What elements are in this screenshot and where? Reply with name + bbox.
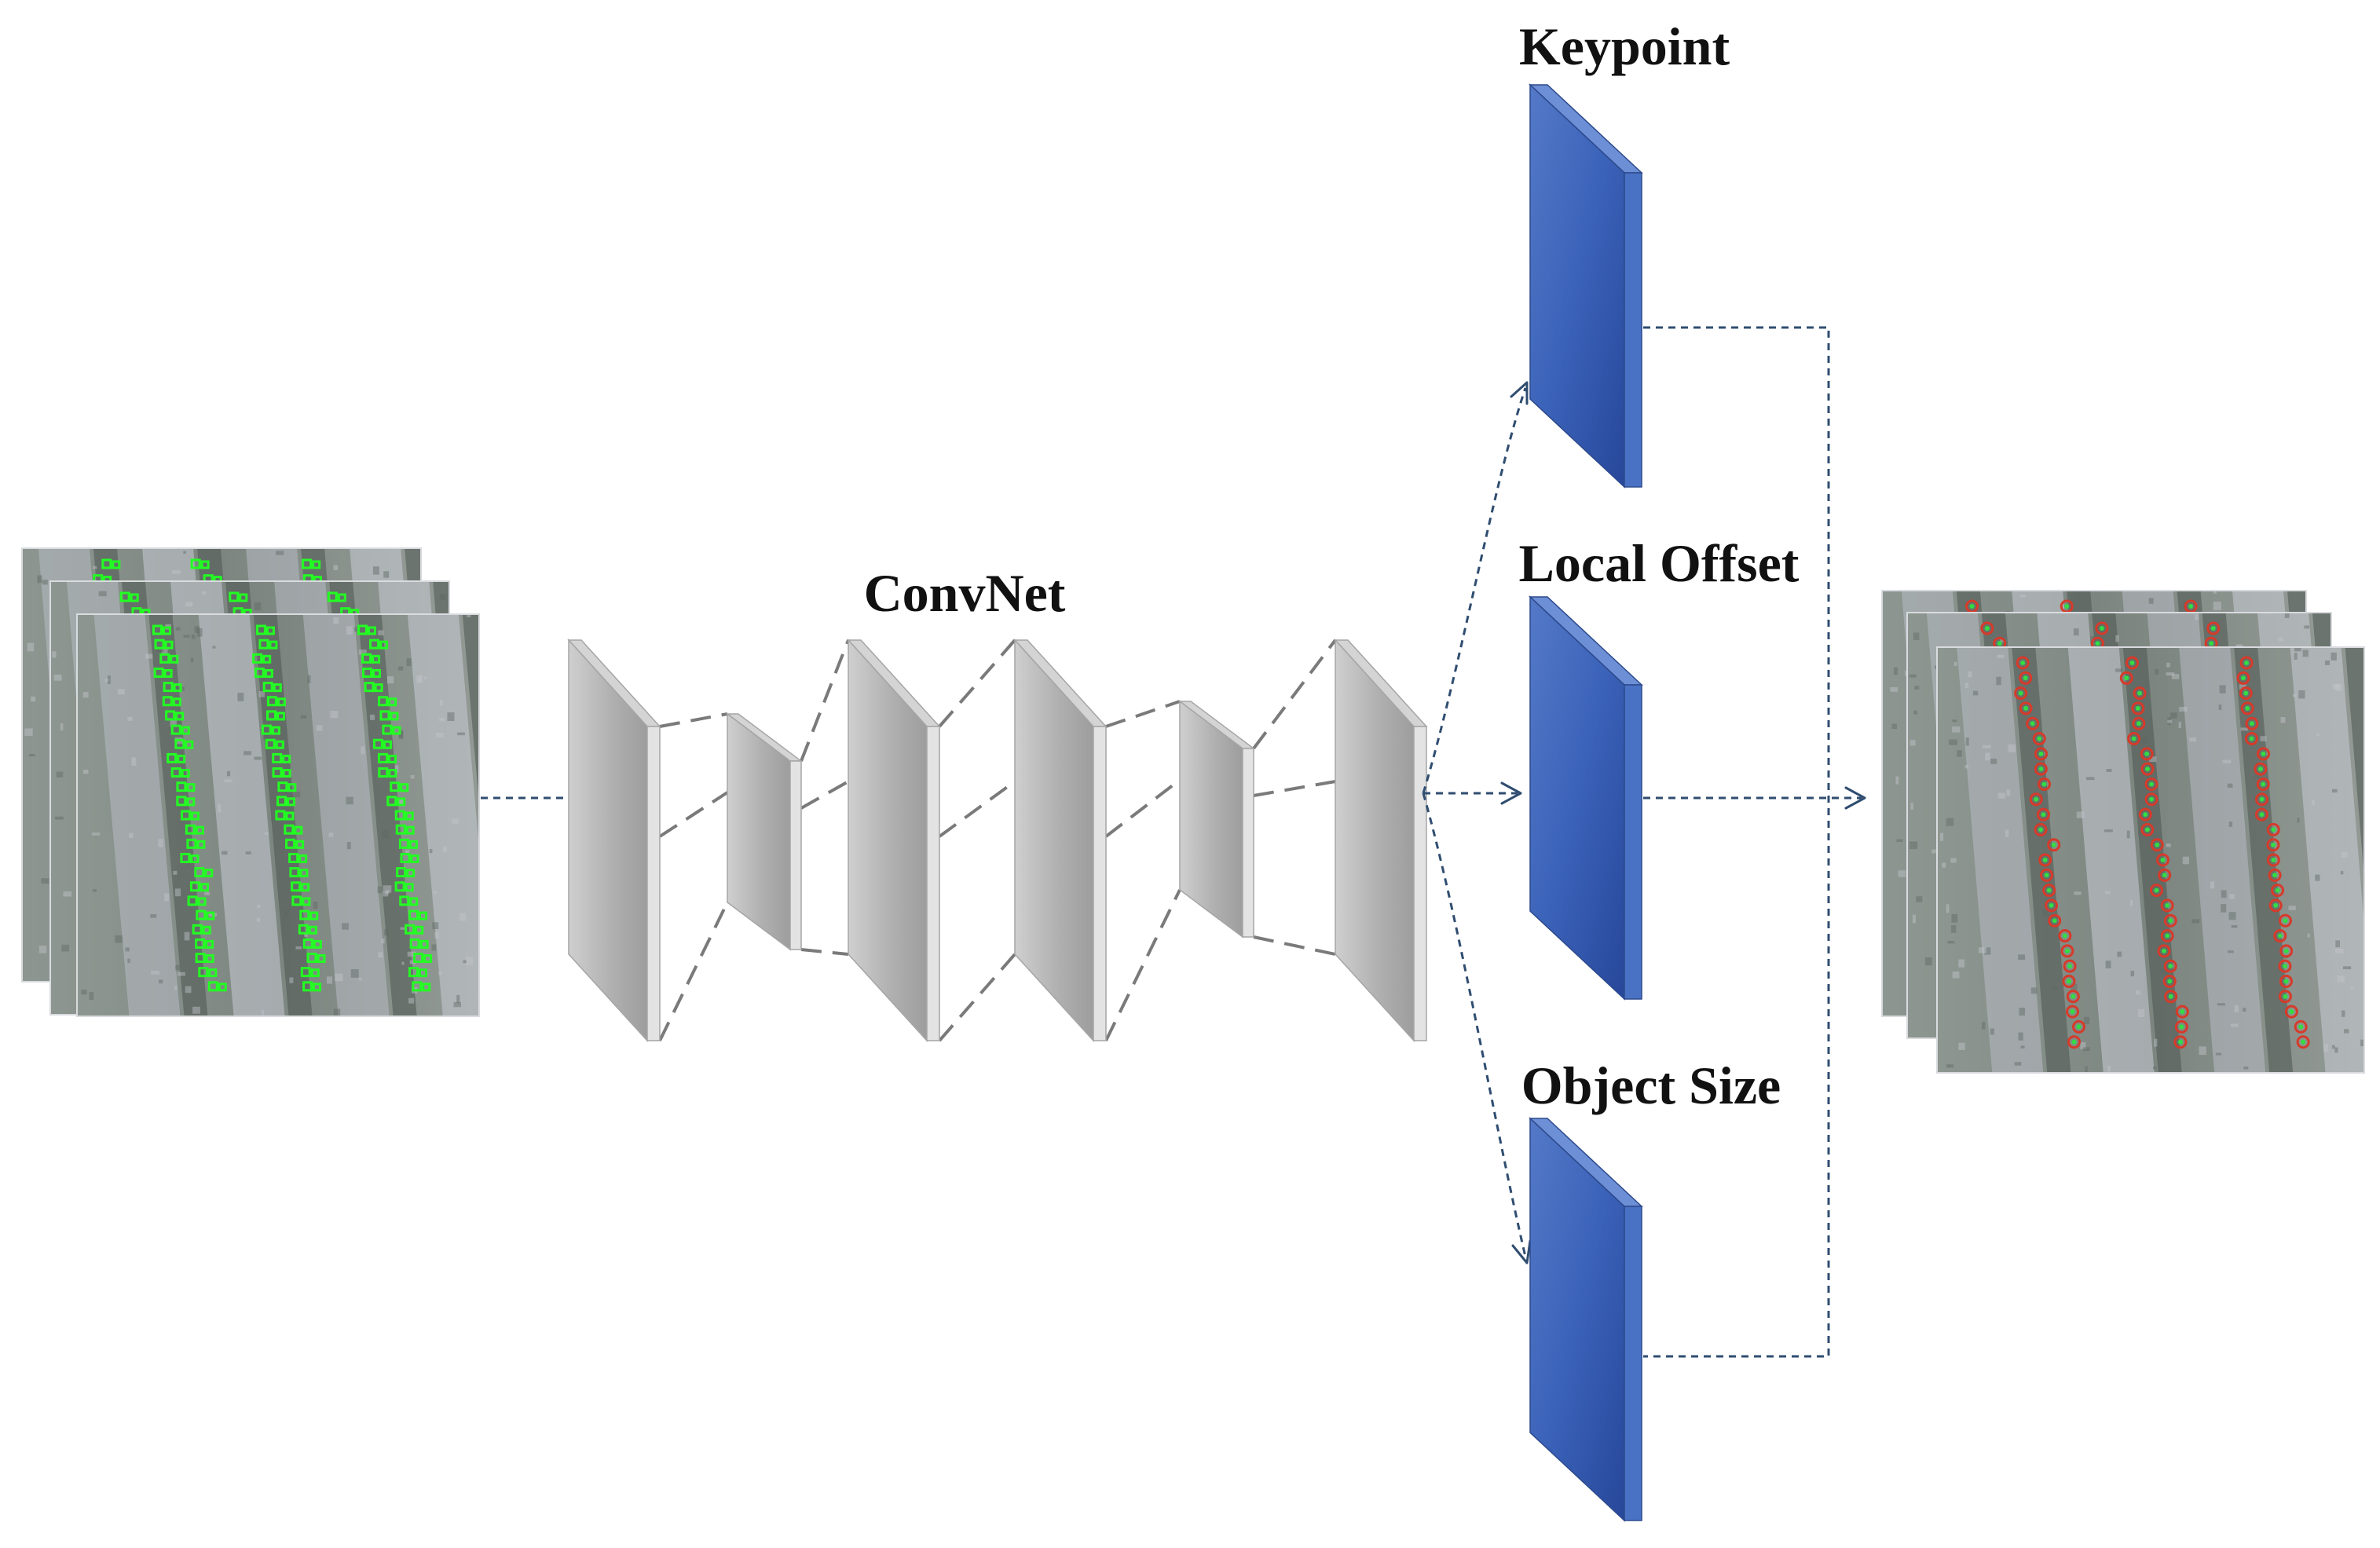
convnet-to-keypoint-arrow	[1422, 381, 1529, 794]
input-image-front	[76, 613, 480, 1017]
convnet-layer-3	[847, 639, 941, 1042]
input-image-stack	[21, 547, 480, 1017]
convnet-layers	[567, 639, 1428, 1042]
convnet-layer-6	[1334, 639, 1428, 1042]
object-size-head-block	[1529, 1117, 1643, 1522]
convnet-connector-bottom	[1253, 935, 1336, 956]
convnet-connector-top	[659, 712, 728, 728]
convnet-layer-side-face	[789, 760, 802, 950]
convnet-connector-bottom	[800, 948, 849, 956]
convnet-label: ConvNet	[864, 563, 1066, 623]
output-heads	[1529, 83, 1643, 1522]
head-side-face	[1624, 172, 1642, 488]
convnet-connector-top	[938, 639, 1016, 728]
convnet-layer-side-face	[926, 726, 940, 1041]
heads-merge-lines	[1643, 326, 1866, 1358]
convnet-layer-5	[1177, 700, 1256, 939]
head-side-face	[1624, 1206, 1642, 1521]
convnet-layer-4	[1013, 639, 1108, 1042]
convnet-connector-middle	[658, 791, 729, 838]
convnet-connector-middle	[1104, 778, 1181, 838]
convnet-connector-top	[800, 639, 850, 762]
convnet-layer-2	[725, 712, 804, 951]
convnet-layer-side-face	[1242, 748, 1254, 938]
convnet-connector-bottom	[1104, 889, 1181, 1041]
convnet-connector-middle	[938, 780, 1016, 838]
convnet-layer-side-face	[646, 726, 661, 1041]
convnet-connector-top	[1252, 639, 1337, 750]
keypoint-label: Keypoint	[1519, 16, 1730, 76]
convnet-to-size-arrow	[1422, 792, 1532, 1264]
head-side-face	[1624, 684, 1642, 1000]
keypoint-head-block	[1529, 83, 1643, 489]
convnet-layer-side-face	[1413, 726, 1427, 1041]
convnet-connector-top	[1105, 700, 1181, 728]
convnet-connector-bottom	[658, 902, 729, 1041]
convnet-layer-1	[567, 639, 661, 1042]
convnet-connector-middle	[1253, 780, 1336, 797]
convnet-layer-side-face	[1093, 726, 1107, 1041]
convnet-to-offset-arrow	[1423, 781, 1522, 805]
convnet-connectors	[658, 639, 1337, 1042]
object-size-label: Object Size	[1521, 1056, 1781, 1115]
local-offset-head-block	[1529, 595, 1643, 1001]
output-image-front	[1936, 646, 2365, 1074]
convnet-connector-middle	[800, 780, 849, 810]
local-offset-label: Local Offset	[1519, 533, 1800, 593]
output-image-stack	[1881, 590, 2365, 1074]
convnet-connector-bottom	[938, 953, 1016, 1042]
